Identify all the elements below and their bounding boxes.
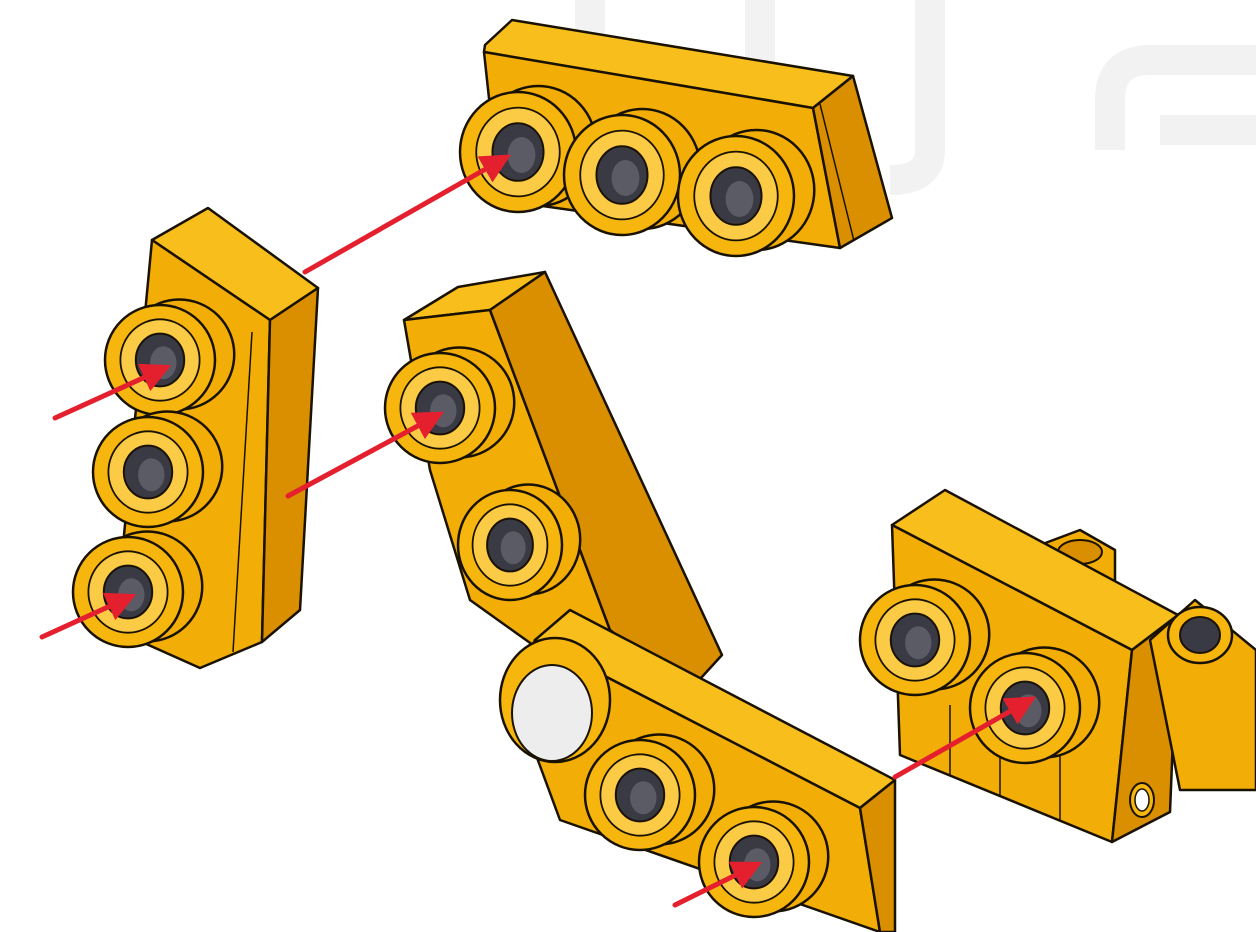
- bore-hole-icon: [858, 578, 991, 697]
- plate-side-face: [811, 74, 894, 250]
- insert-arrow-icon: [285, 411, 445, 499]
- bore-hole-icon: [697, 800, 830, 919]
- boss-layer: [71, 84, 1101, 919]
- bore-hole-icon: [562, 107, 702, 237]
- arrow-layer: [39, 154, 1037, 908]
- bore-hole-icon: [968, 646, 1101, 765]
- bracket-arm-side: [488, 270, 724, 692]
- insert-arrow-icon: [302, 154, 512, 275]
- insert-arrow-icon: [39, 592, 137, 640]
- bore-hole-icon: [583, 733, 716, 852]
- insert-arrow-icon: [892, 696, 1037, 780]
- plate-side-face: [260, 286, 320, 644]
- bore-hole-icon: [71, 530, 204, 649]
- bore-hole-icon: [383, 346, 516, 465]
- crossbar-side-face: [858, 778, 897, 932]
- bore-hole-icon: [91, 410, 224, 529]
- insert-arrow-icon: [52, 363, 172, 421]
- insert-arrow-icon: [672, 861, 763, 908]
- bore-hole-icon: [456, 483, 582, 602]
- bore-hole-icon: [103, 298, 236, 417]
- bore-hole-icon: [676, 128, 816, 258]
- white-cap-boss: [498, 636, 612, 764]
